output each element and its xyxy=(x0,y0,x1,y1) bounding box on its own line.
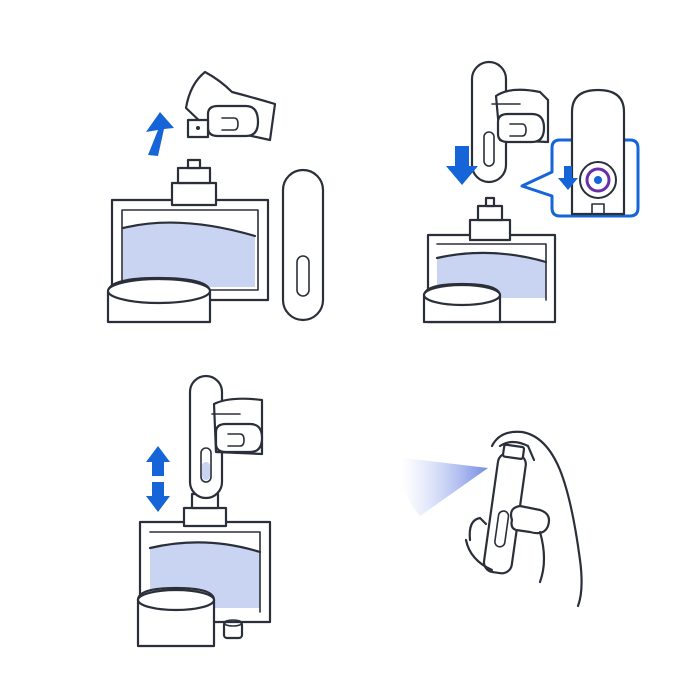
step-4-panel xyxy=(402,430,583,608)
cap-icon xyxy=(136,586,216,648)
step-1-panel xyxy=(106,70,325,324)
step-2-panel xyxy=(422,60,640,324)
liquid xyxy=(123,222,255,287)
hand-icon xyxy=(464,430,583,608)
cap-icon xyxy=(222,619,244,640)
hand-icon xyxy=(184,70,277,142)
arrow-down-icon xyxy=(446,146,478,185)
arrow-updown-icon xyxy=(146,446,170,512)
arrow-down-icon xyxy=(558,166,578,190)
zoom-callout-icon xyxy=(520,88,640,218)
atomizer-icon xyxy=(482,443,527,575)
arrow-up-icon xyxy=(146,112,174,156)
step-3-panel xyxy=(136,374,272,648)
perfume-bottle-icon xyxy=(106,158,270,324)
perfume-bottle-icon xyxy=(422,196,557,324)
hand-icon xyxy=(211,397,264,456)
atomizer-icon xyxy=(281,168,325,322)
spray-mist-icon xyxy=(402,458,488,516)
hand-icon xyxy=(491,88,550,144)
